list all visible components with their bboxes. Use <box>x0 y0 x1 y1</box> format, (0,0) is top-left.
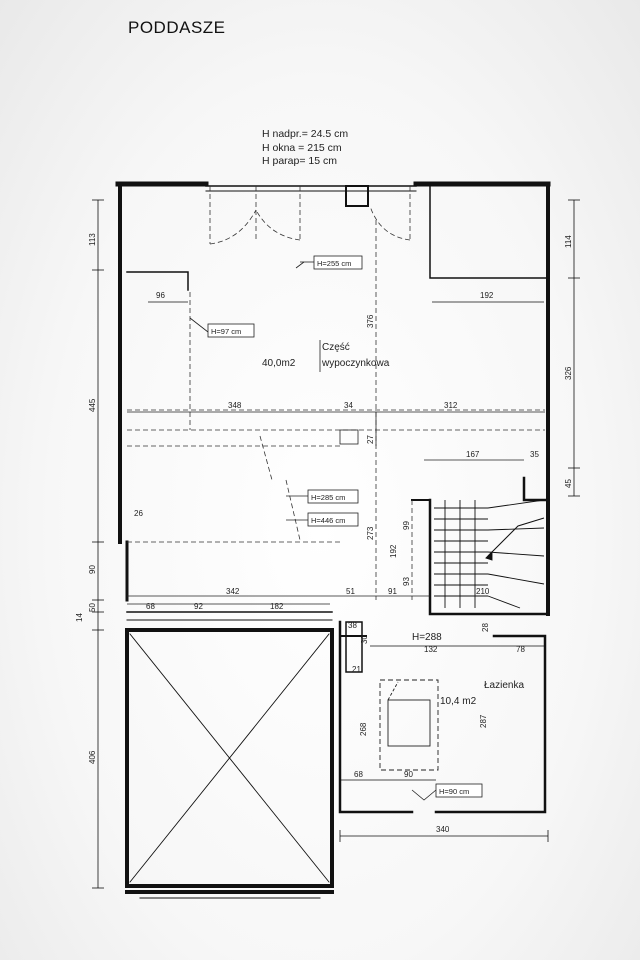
dim-45: 45 <box>564 479 573 488</box>
dim-210: 210 <box>476 587 490 596</box>
dim-26: 26 <box>134 509 143 518</box>
dim-51: 51 <box>346 587 355 596</box>
dim-93: 93 <box>402 577 411 586</box>
shower-inner <box>387 699 431 747</box>
tag-h97: H=97 cm <box>211 327 241 336</box>
dim-376: 376 <box>366 314 375 328</box>
dim-192: 192 <box>480 291 494 300</box>
shower-outer <box>379 679 439 771</box>
dim-91: 91 <box>388 587 397 596</box>
dim-50: 50 <box>88 603 97 612</box>
dim-68b: 68 <box>354 770 363 779</box>
bathroom-area: 10,4 m2 <box>440 696 477 707</box>
dim-268: 268 <box>359 722 368 736</box>
tag-h90: H=90 cm <box>439 787 469 796</box>
height-specs: H nadpr.= 24.5 cm H okna = 215 cm H para… <box>262 128 348 169</box>
living-room-name-2: wypoczynkowa <box>321 358 390 369</box>
bathroom-name: Łazienka <box>484 680 524 691</box>
dim-312: 312 <box>444 401 458 410</box>
shaft <box>345 621 363 673</box>
dim-90: 90 <box>88 565 97 574</box>
dim-92: 92 <box>194 602 203 611</box>
dim-167: 167 <box>466 450 480 459</box>
guide-lines <box>127 261 545 605</box>
dim-113: 113 <box>88 233 97 246</box>
tag-h285: H=285 cm <box>311 493 345 502</box>
height-spec-sill: H parap= 15 cm <box>262 155 337 167</box>
staircase <box>434 499 545 609</box>
dim-287: 287 <box>479 714 488 728</box>
dim-192b: 192 <box>389 544 398 558</box>
height-spec-window: H okna = 215 cm <box>262 141 342 154</box>
dim-14: 14 <box>75 613 84 622</box>
kneewall-right <box>429 183 549 279</box>
dim-182: 182 <box>270 602 284 611</box>
page-title: PODDASZE <box>128 18 226 37</box>
living-room-name-1: Część <box>322 342 350 353</box>
dim-35: 35 <box>530 450 539 459</box>
dim-348: 348 <box>228 401 242 410</box>
dim-273: 273 <box>366 526 375 540</box>
dim-406: 406 <box>88 750 97 764</box>
dim-340: 340 <box>436 825 450 834</box>
dimension-lines <box>92 199 580 889</box>
dim-326: 326 <box>564 366 573 380</box>
stair-box <box>428 476 550 616</box>
dim-27: 27 <box>366 435 375 444</box>
dim-342: 342 <box>226 587 240 596</box>
living-room-area: 40,0m2 <box>262 358 296 369</box>
height-spec-lintel: H nadpr.= 24.5 cm <box>262 128 349 140</box>
kneewall-left <box>126 271 189 291</box>
dim-90b: 90 <box>404 770 413 779</box>
dim-132: 132 <box>424 645 438 654</box>
dim-38: 38 <box>348 621 357 630</box>
bathroom-wall-bottom <box>434 634 547 814</box>
tag-h255: H=255 cm <box>317 259 351 268</box>
dim-28: 28 <box>481 623 490 632</box>
dim-21: 21 <box>352 665 361 674</box>
bath-fixture <box>379 679 439 771</box>
void-frame <box>125 628 334 888</box>
hidden-lines <box>127 186 545 600</box>
chimney <box>345 185 369 207</box>
void-diagonal-2 <box>129 633 330 883</box>
dim-68: 68 <box>146 602 155 611</box>
dim-30: 30 <box>360 635 369 644</box>
dim-445: 445 <box>88 398 97 412</box>
walls <box>115 181 551 899</box>
dim-99: 99 <box>402 521 411 530</box>
leader-lines <box>189 261 437 801</box>
dim-78: 78 <box>516 645 525 654</box>
tag-h446: H=446 cm <box>311 516 345 525</box>
dim-114: 114 <box>564 235 573 248</box>
dim-96: 96 <box>156 291 165 300</box>
height-tag-boxes <box>207 255 483 798</box>
bathroom-wall-left <box>338 620 414 814</box>
tag-h288: H=288 <box>412 632 442 643</box>
dim-34: 34 <box>344 401 353 410</box>
